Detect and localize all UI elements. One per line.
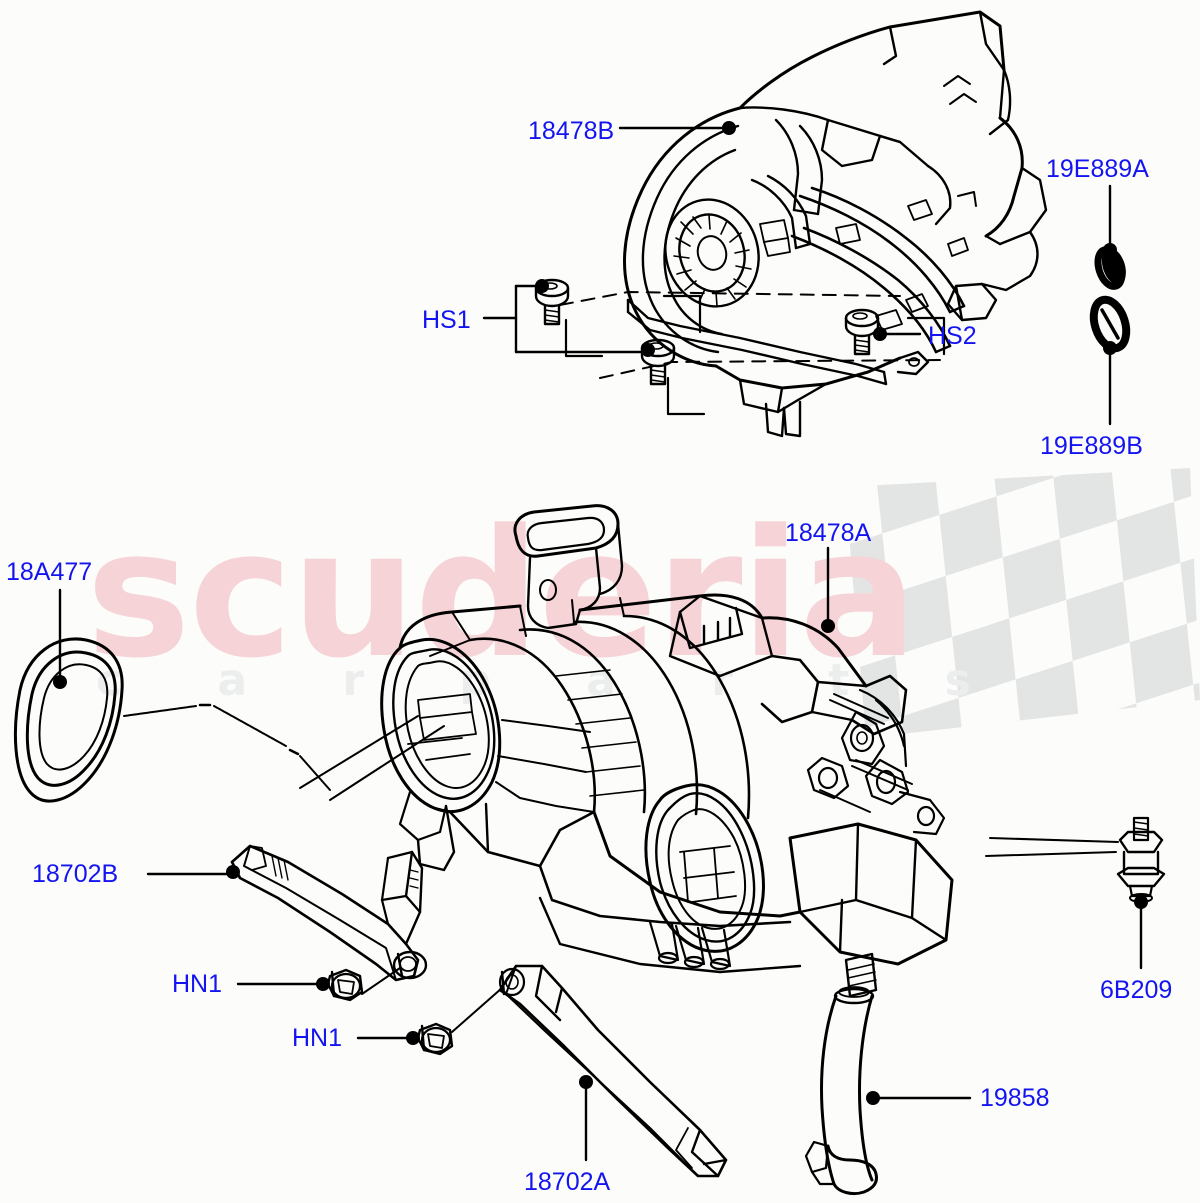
callout-6B209[interactable]: 6B209 [1100, 976, 1173, 1004]
callout-19858[interactable]: 19858 [980, 1084, 1050, 1112]
nut-leader-lower [451, 987, 503, 1033]
hvac-unit-main [299, 504, 954, 998]
stud-alignment-lines [985, 837, 1119, 857]
leader-lines [53, 121, 1148, 1162]
callout-HS1[interactable]: HS1 [422, 306, 471, 334]
gasket-alignment-line [123, 705, 331, 791]
callout-18702A[interactable]: 18702A [524, 1168, 611, 1196]
callout-19E889A[interactable]: 19E889A [1046, 155, 1149, 183]
callout-18702B[interactable]: 18702B [32, 860, 119, 888]
bracket-18702A [498, 964, 728, 1178]
callout-18478A[interactable]: 18478A [785, 519, 872, 547]
drain-hose-19858 [804, 986, 878, 1196]
gasket-ring-18A477 [13, 637, 124, 803]
callout-19E889B[interactable]: 19E889B [1040, 432, 1143, 460]
callout-18478B[interactable]: 18478B [528, 117, 615, 145]
alignment-marks [564, 294, 946, 416]
stud-6B209 [1116, 816, 1166, 903]
seal-19E889B-ring [1089, 295, 1131, 353]
watermark-tagline: c a r p a r t s [96, 655, 1011, 706]
gasket-alignment-dash [198, 703, 300, 756]
hvac-unit-upper [623, 10, 1048, 438]
callout-HS2[interactable]: HS2 [928, 322, 977, 350]
upper-seal-rail [626, 298, 888, 386]
screw-hs1-b [640, 338, 676, 386]
callout-18A477[interactable]: 18A477 [6, 558, 93, 586]
callout-HN1-upper[interactable]: HN1 [172, 970, 223, 998]
bracket-18702B [230, 844, 428, 982]
watermark-brand: scuderia [86, 492, 918, 697]
nut-leader-upper [361, 967, 401, 995]
callout-HN1-lower[interactable]: HN1 [292, 1024, 343, 1052]
